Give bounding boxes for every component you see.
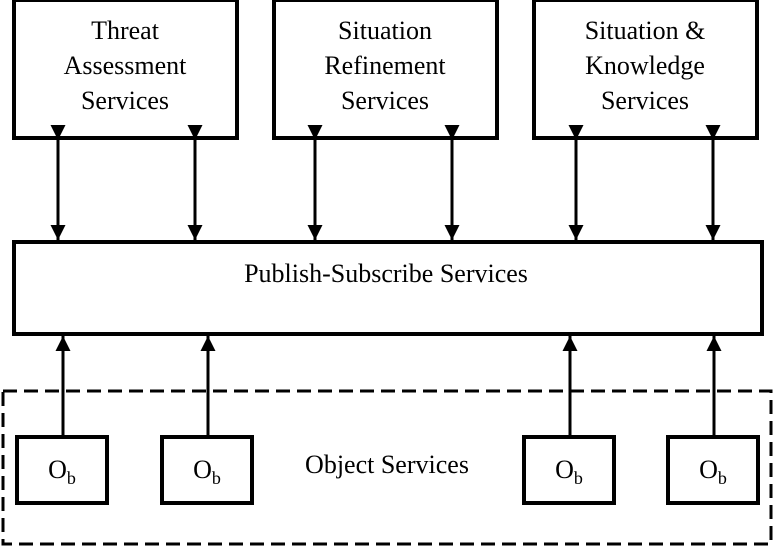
service-label-line: Situation & — [585, 16, 706, 45]
service-label-line: Situation — [338, 16, 432, 45]
object-label: Ob — [48, 455, 76, 488]
object-box: Ob — [666, 435, 760, 505]
bus-label: Publish-Subscribe Services — [244, 259, 528, 288]
service-label-line: Services — [341, 86, 429, 115]
object-label-main: O — [699, 455, 718, 484]
object-services-label: Object Services — [305, 450, 469, 479]
object-label-main: O — [48, 455, 67, 484]
object-label-subscript: b — [574, 468, 583, 488]
service-box-situation-refinement: Situation Refinement Services — [272, 0, 499, 140]
service-label-line: Knowledge — [585, 51, 705, 80]
object-box: Ob — [160, 435, 254, 505]
service-label-line: Assessment — [64, 51, 188, 80]
object-label: Ob — [555, 455, 583, 488]
service-box-situation-knowledge: Situation & Knowledge Services — [532, 0, 759, 140]
service-label-line: Refinement — [324, 51, 446, 80]
upward-arrows — [55, 336, 722, 436]
object-label: Ob — [193, 455, 221, 488]
object-services-group: Object Services — [1, 389, 773, 546]
object-label: Ob — [699, 455, 727, 488]
publish-subscribe-bus: Publish-Subscribe Services — [12, 240, 764, 336]
object-box: Ob — [15, 435, 109, 505]
service-label-line: Services — [601, 86, 689, 115]
object-label-main: O — [193, 455, 212, 484]
service-box-threat-assessment: Threat Assessment Services — [12, 0, 239, 140]
object-box: Ob — [522, 435, 616, 505]
service-label-line: Services — [81, 86, 169, 115]
service-label-line: Threat — [91, 16, 160, 45]
object-label-subscript: b — [718, 468, 727, 488]
object-label-main: O — [555, 455, 574, 484]
bidirectional-arrows — [50, 125, 721, 240]
object-label-subscript: b — [212, 468, 221, 488]
object-label-subscript: b — [67, 468, 76, 488]
